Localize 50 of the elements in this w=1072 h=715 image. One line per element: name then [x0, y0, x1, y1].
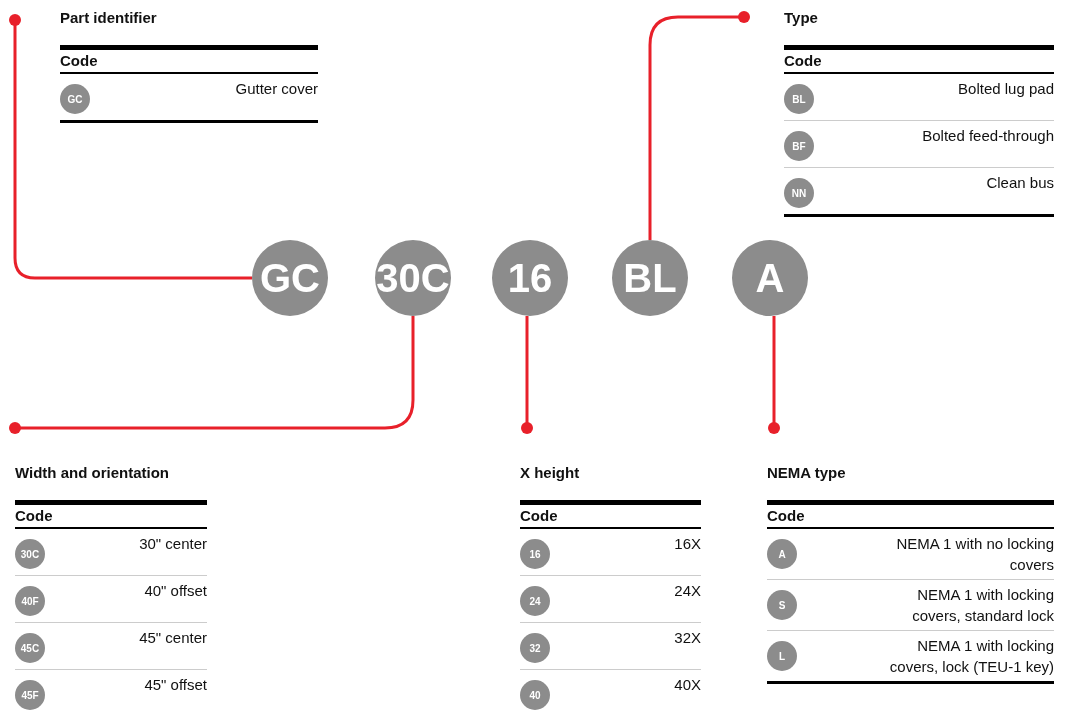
section-heading: Type — [784, 9, 818, 27]
code-badge: 40 — [520, 680, 550, 710]
description-text: 45" center — [139, 628, 207, 648]
description-text: 40" offset — [144, 581, 207, 601]
code-badge: S — [767, 590, 797, 620]
leader-line — [768, 316, 780, 434]
leader-line — [648, 11, 750, 240]
code-badge: 32 — [520, 633, 550, 663]
code-badge: 45C — [15, 633, 45, 663]
column-header: Code — [60, 52, 98, 70]
code-badge: L — [767, 641, 797, 671]
description-text: NEMA 1 with locking covers, standard lock — [911, 585, 1054, 626]
code-badge: 40F — [15, 586, 45, 616]
description-text: Clean bus — [986, 173, 1054, 193]
code-badge: 30C — [15, 539, 45, 569]
description-text: 16X — [674, 534, 701, 554]
code-circle: A — [732, 240, 808, 316]
description-text: Gutter cover — [235, 79, 318, 99]
code-badge: GC — [60, 84, 90, 114]
column-header: Code — [784, 52, 822, 70]
section-heading: NEMA type — [767, 464, 846, 482]
code-badge: BF — [784, 131, 814, 161]
code-circle: GC — [252, 240, 328, 316]
column-header: Code — [767, 507, 805, 525]
description-text: NEMA 1 with locking covers, lock (TEU-1 key) — [888, 636, 1054, 677]
code-circle: BL — [612, 240, 688, 316]
code-circle: 16 — [492, 240, 568, 316]
section-heading: X height — [520, 464, 580, 482]
description-text: 32X — [674, 628, 701, 648]
description-text: Bolted lug pad — [958, 79, 1054, 99]
code-circle: 30C — [375, 240, 451, 316]
code-badge: 16 — [520, 539, 550, 569]
column-header: Code — [15, 507, 53, 525]
code-badge: 24 — [520, 586, 550, 616]
leader-line — [9, 14, 252, 280]
description-text: Bolted feed-through — [922, 126, 1054, 146]
code-badge: BL — [784, 84, 814, 114]
code-badge: 45F — [15, 680, 45, 710]
code-badge: NN — [784, 178, 814, 208]
column-header: Code — [520, 507, 558, 525]
leader-line — [9, 316, 415, 434]
section-heading: Width and orientation — [15, 464, 169, 482]
description-text: 40X — [674, 675, 701, 695]
description-text: 24X — [674, 581, 701, 601]
code-badge: A — [767, 539, 797, 569]
leader-line — [521, 316, 533, 434]
description-text: 45" offset — [144, 675, 207, 695]
description-text: NEMA 1 with no locking covers — [895, 534, 1054, 575]
section-heading: Part identifier — [60, 9, 157, 27]
description-text: 30" center — [139, 534, 207, 554]
